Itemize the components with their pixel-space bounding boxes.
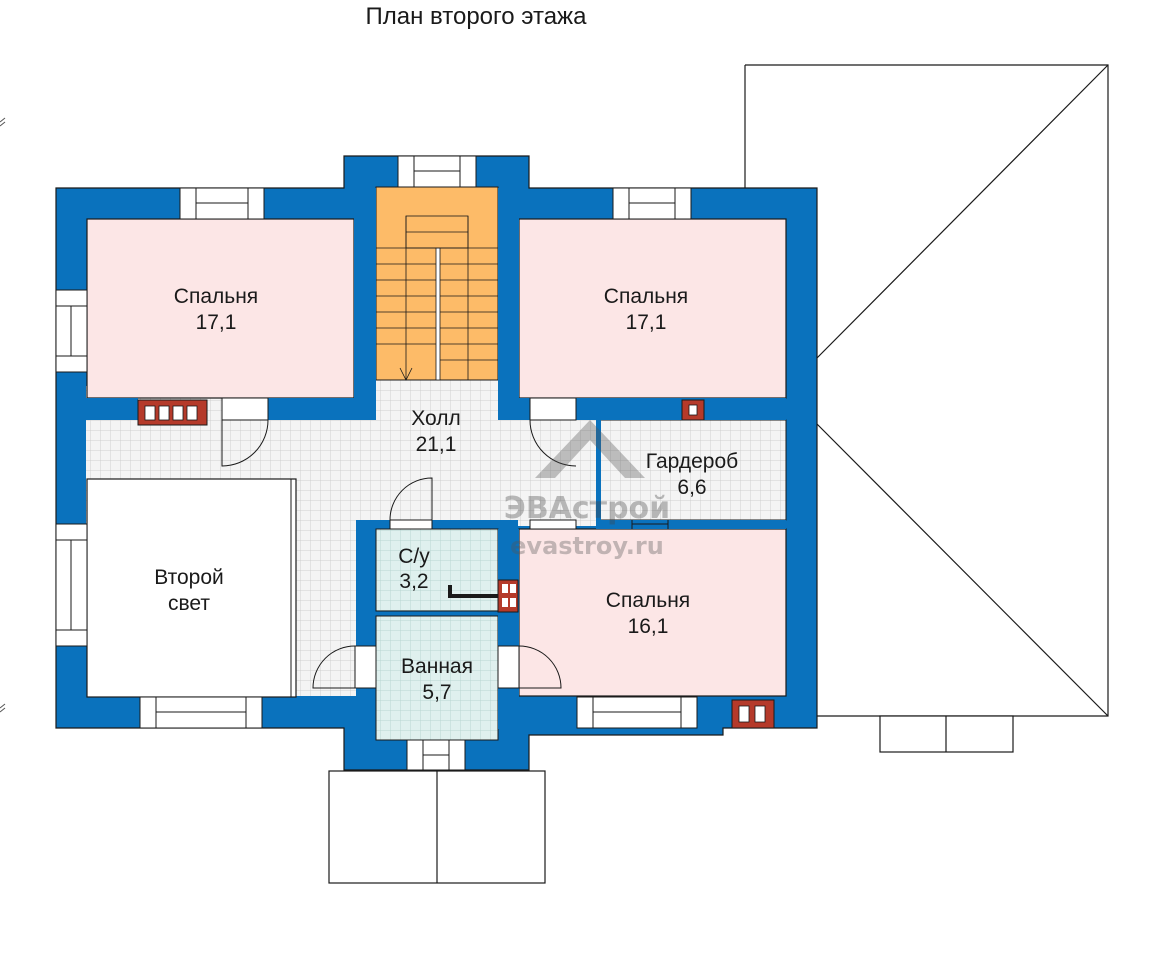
- windows: [55, 155, 698, 771]
- wc-name: С/у: [398, 545, 430, 568]
- wardrobe-floor: [599, 419, 787, 521]
- bedroom-ne-name: Спальня: [604, 285, 688, 308]
- hall-name: Холл: [411, 407, 461, 430]
- bedroom-ne-floor: [518, 218, 787, 399]
- bedroom-se-name: Спальня: [606, 589, 690, 612]
- wardrobe-wall: [596, 420, 601, 522]
- dimension-marks: [0, 117, 6, 713]
- wardrobe-wall-bottom: [596, 520, 786, 529]
- chimneys: [137, 399, 775, 729]
- wardrobe-name: Гардероб: [646, 450, 738, 473]
- watermark-url: evastroy.ru: [510, 532, 664, 560]
- doors: [221, 397, 670, 689]
- house-logo-icon: [535, 420, 645, 478]
- internal-walls: [86, 188, 786, 729]
- second-light-name2: свет: [168, 592, 210, 615]
- hall-center-floor: [376, 380, 498, 520]
- bedroom-nw-floor: [86, 218, 355, 399]
- bedroom-nw-area: 17,1: [196, 311, 237, 334]
- bedroom-ne-area: 17,1: [626, 311, 667, 334]
- roof-outline: [744, 64, 1109, 753]
- wc-area: 3,2: [399, 570, 428, 593]
- bedroom-se-area: 16,1: [628, 615, 669, 638]
- bathroom-area: 5,7: [422, 681, 451, 704]
- pipe-line: [448, 585, 500, 598]
- bedroom-se-floor: [518, 528, 787, 697]
- hall-area: 21,1: [416, 433, 457, 456]
- hall-floor-lower: [296, 386, 356, 696]
- room-labels: Спальня 17,1 Спальня 17,1 Холл 21,1 Гард…: [154, 285, 738, 704]
- wc-floor: [375, 528, 499, 612]
- bathroom-name: Ванная: [401, 655, 473, 678]
- wardrobe-area: 6,6: [677, 476, 706, 499]
- watermark-brand: ЭВАстрой: [504, 491, 670, 526]
- watermark: ЭВАстрой evastroy.ru: [504, 420, 670, 560]
- bedroom-nw-name: Спальня: [174, 285, 258, 308]
- porch-outline: [328, 770, 546, 884]
- second-light-name: Второй: [154, 566, 223, 589]
- plan-title: План второго этажа: [366, 3, 588, 30]
- staircase: [375, 186, 499, 381]
- second-light-void: [86, 478, 297, 698]
- bathroom-floor: [375, 615, 499, 741]
